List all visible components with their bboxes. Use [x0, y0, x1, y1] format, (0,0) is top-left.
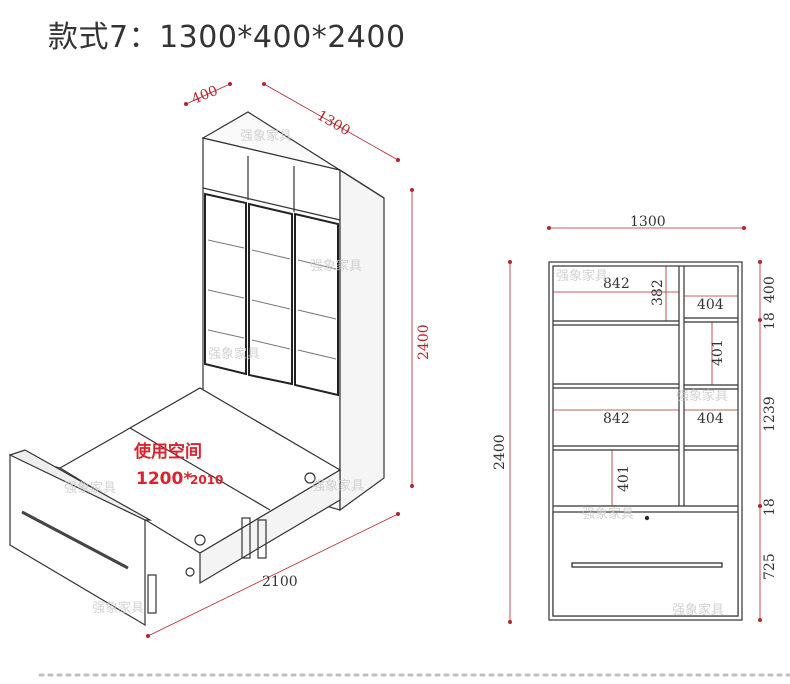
front-height-label: 2400	[492, 434, 508, 470]
lower-left-width: 842	[603, 411, 630, 427]
watermark: 强象家具	[240, 128, 292, 144]
cabinet-top	[201, 111, 385, 199]
lower-mid-height: 401	[616, 465, 632, 492]
page-title: 款式7：1300*400*2400	[48, 20, 406, 55]
upper-mid-height: 382	[650, 279, 666, 306]
iso-dimensions	[147, 83, 413, 637]
right-dim-4: 18	[762, 498, 778, 516]
isometric-view	[8, 111, 385, 627]
watermark: 强象家具	[92, 600, 144, 616]
watermark: 强象家具	[208, 346, 260, 362]
watermark: 强象家具	[64, 480, 116, 496]
watermark: 强象家具	[556, 268, 608, 284]
iso-width-label: 1300	[314, 108, 353, 140]
front-view	[548, 261, 743, 621]
right-dim-2: 18	[762, 312, 778, 330]
watermark: 强象家具	[672, 602, 724, 618]
front-width-label: 1300	[630, 214, 666, 230]
usage-label: 使用空间	[133, 441, 202, 462]
iso-depth-label: 400	[190, 83, 221, 108]
usage-size-small: 2010	[190, 473, 223, 487]
watermark: 强象家具	[676, 388, 728, 404]
right-mid-height: 401	[710, 339, 726, 366]
cabinet-side	[339, 168, 385, 512]
bed-side	[199, 468, 341, 585]
right-dim-1: 400	[762, 276, 778, 303]
right-dim-5: 725	[762, 553, 778, 580]
watermark: 强象家具	[582, 506, 634, 522]
watermark: 强象家具	[312, 478, 364, 494]
right-dim-3: 1239	[762, 396, 778, 432]
glass-doors	[204, 192, 339, 397]
watermark: 强象家具	[310, 258, 362, 274]
upper-right-width: 404	[697, 297, 724, 313]
upper-left-width: 842	[603, 276, 630, 292]
lower-right-width: 404	[697, 411, 724, 427]
bed-length-label: 2100	[262, 574, 298, 590]
iso-height-label: 2400	[416, 324, 432, 360]
usage-size-main: 1200*	[136, 469, 192, 489]
